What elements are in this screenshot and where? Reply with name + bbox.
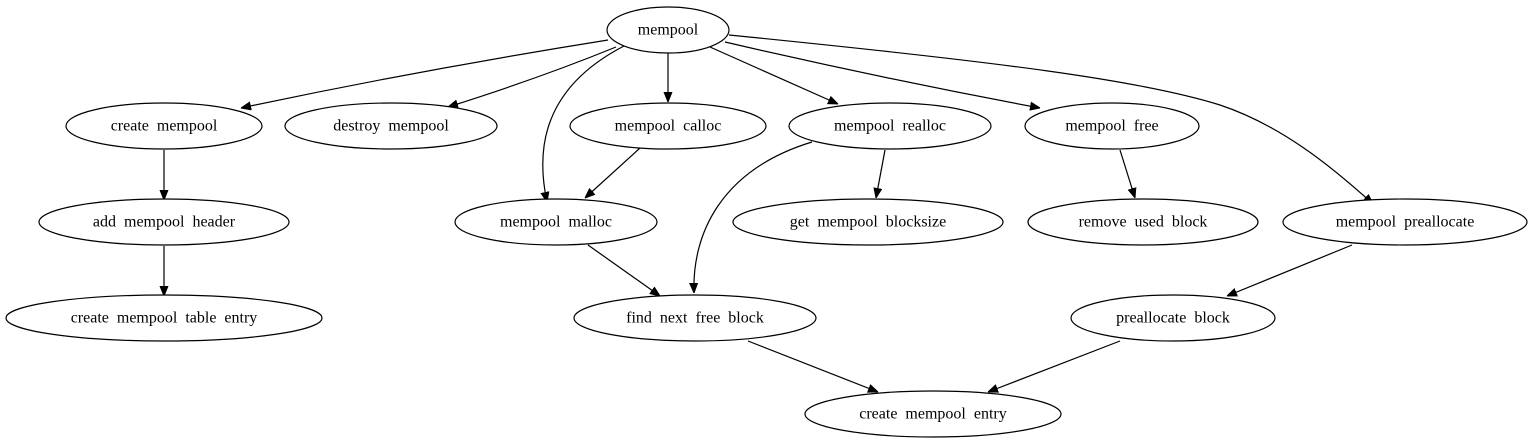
node-remove-used-block-shape [1027,198,1259,246]
node-get-mempool-blocksize: get mempool blocksize [732,198,1004,246]
edge-mempool-preallocate-to-preallocate-block [1227,244,1353,297]
node-create-mempool-entry-shape [804,390,1062,438]
edge-mempool-to-mempool-malloc [543,45,625,202]
edge-mempool-to-mempool-free [724,41,1040,108]
edge-mempool-to-create-mempool [241,39,609,108]
node-find-next-free-block: find next free block [573,294,817,342]
node-remove-used-block-label: remove used block [1079,214,1208,231]
node-mempool-calloc-label: mempool calloc [615,118,722,135]
node-preallocate-block-shape [1070,294,1276,342]
node-create-mempool-entry-label: create mempool entry [859,406,1007,423]
node-mempool-malloc-label: mempool malloc [500,214,612,231]
node-mempool-realloc-shape [788,102,992,150]
edges [164,34,1373,392]
node-remove-used-block: remove used block [1027,198,1259,246]
node-create-mempool-table-entry-label: create mempool table entry [71,310,258,327]
node-mempool-free-shape [1024,102,1200,150]
node-mempool-preallocate-shape [1282,198,1528,246]
node-destroy-mempool: destroy mempool [284,102,498,150]
node-add-mempool-header: add mempool header [38,198,290,246]
node-add-mempool-header-label: add mempool header [93,214,236,231]
node-create-mempool-table-entry-shape [5,294,323,342]
node-mempool-label: mempool [638,22,699,39]
node-preallocate-block-label: preallocate block [1116,310,1230,327]
node-get-mempool-blocksize-shape [732,198,1004,246]
node-mempool-calloc: mempool calloc [569,102,767,150]
node-mempool-realloc-label: mempool realloc [834,118,946,135]
nodes: mempool create mempool destroy mempool m… [5,6,1528,438]
node-create-mempool-entry: create mempool entry [804,390,1062,438]
node-mempool-malloc: mempool malloc [454,198,658,246]
node-preallocate-block: preallocate block [1070,294,1276,342]
node-mempool-free: mempool free [1024,102,1200,150]
edge-mempool-to-mempool-preallocate [728,34,1373,204]
node-add-mempool-header-shape [38,198,290,246]
edge-mempool-free-to-remove-used-block [1119,149,1135,198]
edge-mempool-to-destroy-mempool [448,46,617,107]
node-destroy-mempool-shape [284,102,498,150]
node-find-next-free-block-shape [573,294,817,342]
edge-find-next-free-block-to-create-mempool-entry [747,340,878,392]
node-mempool: mempool [606,6,730,54]
edge-mempool-malloc-to-find-next-free-block [587,244,660,296]
edge-mempool-realloc-to-find-next-free-block [694,141,813,293]
node-create-mempool-table-entry: create mempool table entry [5,294,323,342]
node-mempool-free-label: mempool free [1065,118,1158,135]
node-get-mempool-blocksize-label: get mempool blocksize [790,214,946,231]
node-create-mempool: create mempool [65,102,263,150]
node-find-next-free-block-label: find next free block [626,310,764,327]
edge-mempool-realloc-to-get-mempool-blocksize [876,149,886,198]
edge-mempool-to-mempool-realloc [709,46,838,105]
node-mempool-shape [606,6,730,54]
edge-preallocate-block-to-create-mempool-entry [988,340,1121,392]
node-destroy-mempool-label: destroy mempool [333,118,449,135]
node-mempool-preallocate: mempool preallocate [1282,198,1528,246]
node-mempool-malloc-shape [454,198,658,246]
node-create-mempool-label: create mempool [111,118,218,135]
node-mempool-realloc: mempool realloc [788,102,992,150]
node-mempool-calloc-shape [569,102,767,150]
node-mempool-preallocate-label: mempool preallocate [1336,214,1475,231]
node-create-mempool-shape [65,102,263,150]
edge-mempool-calloc-to-mempool-malloc [585,147,641,198]
